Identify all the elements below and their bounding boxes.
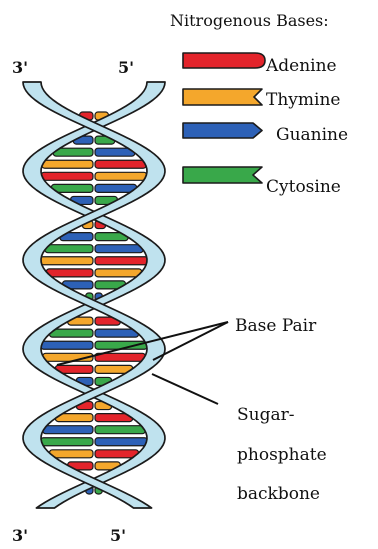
legend-label-adenine: Adenine [265,56,337,76]
base-pair-right-guanine [95,245,143,253]
base-pair-left-guanine [43,426,93,434]
base-pair-right-thymine [95,172,147,180]
backbone-annotation: Sugar- phosphate backbone [152,374,327,504]
legend-item-guanine: Guanine [183,123,348,145]
backbone-label-line-1: Sugar- [237,405,294,425]
base-pair-left-thymine [42,160,93,168]
base-pair-right-cytosine [95,426,145,434]
base-pair-right-adenine [95,257,148,265]
cytosine-swatch [183,167,262,183]
base-pair-left-thymine [40,257,93,265]
base-pair-right-guanine [95,329,139,337]
legend-item-thymine: Thymine [183,89,340,110]
base-pair-left-adenine [41,172,93,180]
guanine-swatch [183,123,262,138]
base-pair-right-thymine [95,269,142,277]
backbone-label-line-3: backbone [237,484,320,504]
thymine-swatch [183,89,262,105]
base-pair-right-adenine [95,450,139,458]
base-pair-right-guanine [95,438,147,446]
backbone-label-line-2: phosphate [237,445,327,465]
base-pair-left-thymine [49,450,93,458]
legend: Nitrogenous Bases: Adenine Thymine Guani… [170,11,348,197]
strand-end-bottom-right: 5' [110,526,126,545]
base-pair-right-adenine [95,160,146,168]
strand-end-top-right: 5' [118,58,134,77]
legend-label-thymine: Thymine [266,90,340,110]
legend-item-cytosine: Cytosine [183,167,341,197]
base-pair-left-adenine [46,269,93,277]
base-pair-label: Base Pair [235,316,317,336]
strand-end-bottom-left: 3' [12,526,28,545]
legend-title: Nitrogenous Bases: [170,11,329,30]
adenine-swatch [183,53,265,68]
base-pair-left-cytosine [45,245,93,253]
legend-label-cytosine: Cytosine [266,177,341,197]
base-pair-left-guanine [41,341,93,349]
base-pair-left-cytosine [41,438,93,446]
strand-end-top-left: 3' [12,58,28,77]
legend-item-adenine: Adenine [183,53,337,76]
base-pair-left-cytosine [49,329,93,337]
dna-helix [23,82,165,508]
base-pair-pointer-upper [153,322,228,360]
backbone-pointer [152,374,218,404]
legend-label-guanine: Guanine [276,125,348,145]
